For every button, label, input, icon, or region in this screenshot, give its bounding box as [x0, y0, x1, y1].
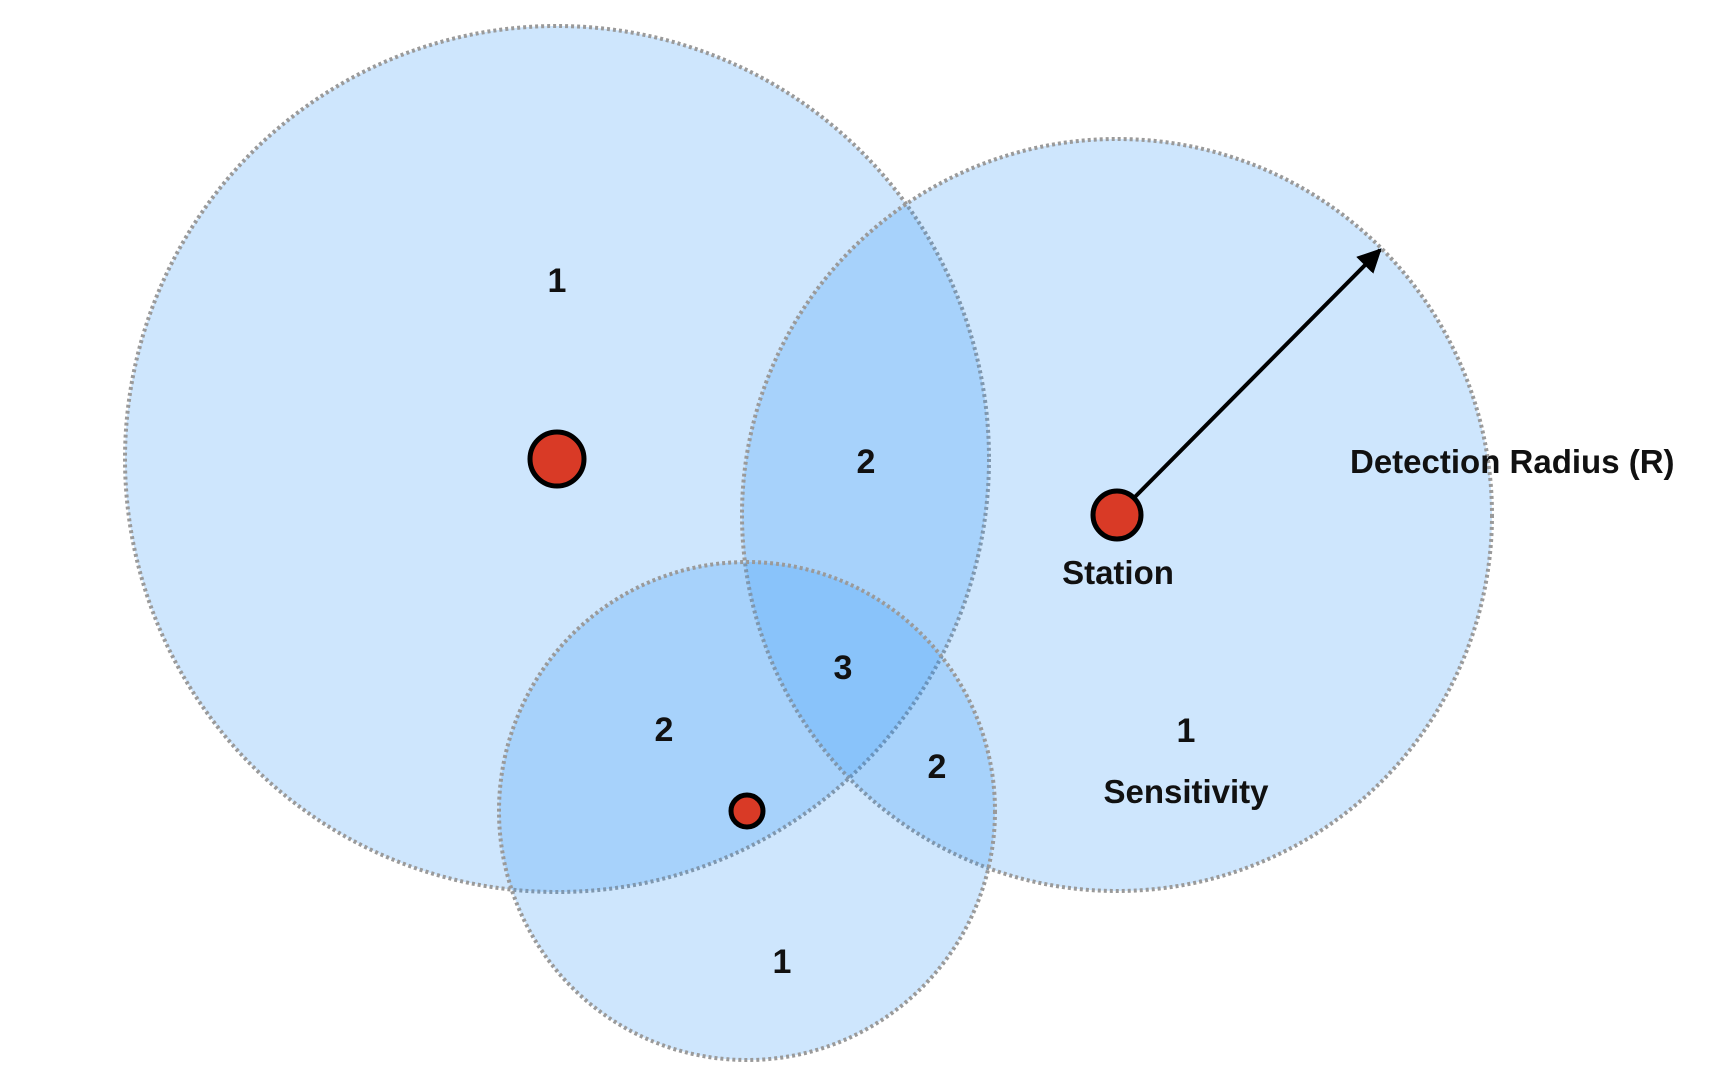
region-count-right-bottom-overlap: 2	[928, 748, 947, 786]
region-count-right-only: 1	[1177, 712, 1196, 750]
sensitivity-label: Sensitivity	[1103, 773, 1269, 810]
station-marker-right[interactable]	[1090, 488, 1144, 542]
region-count-large-bottom-overlap: 2	[655, 711, 674, 749]
region-count-large-right-overlap: 2	[857, 443, 876, 481]
region-count-large-only: 1	[548, 262, 567, 300]
station-marker-large[interactable]	[527, 429, 587, 489]
detection-radius-label: Detection Radius (R)	[1350, 443, 1675, 480]
station-marker-bottom[interactable]	[728, 792, 766, 830]
region-count-triple-overlap: 3	[834, 649, 853, 687]
region-count-bottom-only: 1	[773, 943, 792, 981]
station-label: Station	[1062, 554, 1174, 591]
radius-arrow-icon	[1115, 248, 1382, 517]
